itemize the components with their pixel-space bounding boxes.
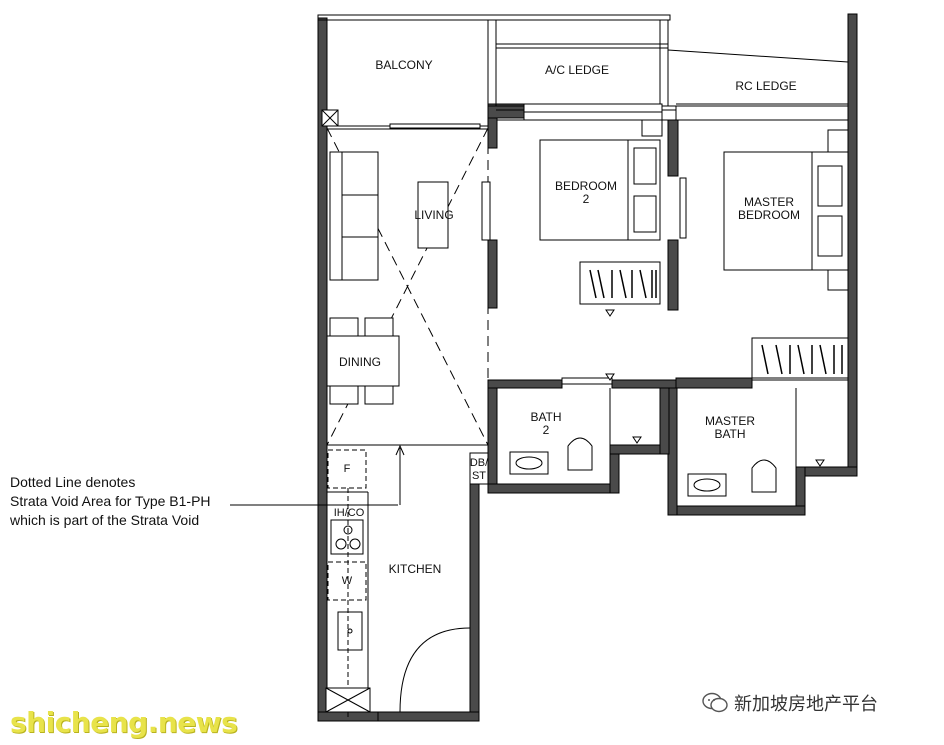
watermark-platform: 新加坡房地产平台 — [702, 690, 878, 716]
label-ac-ledge: A/C LEDGE — [545, 63, 609, 77]
label-master-bath-2: BATH — [714, 427, 745, 441]
coffee-table — [417, 181, 449, 249]
toilet-master-bath — [751, 459, 777, 493]
note-line-1: Dotted Line denotes — [10, 474, 136, 490]
toilet-bath2 — [567, 437, 593, 471]
doors — [395, 177, 687, 713]
label-balcony: BALCONY — [375, 58, 432, 72]
label-rc-ledge: RC LEDGE — [735, 79, 796, 93]
label-master-bedroom-2: BEDROOM — [738, 208, 800, 222]
label-bedroom2-2: 2 — [583, 192, 590, 206]
label-living: LIVING — [414, 208, 453, 222]
wardrobe-lines — [589, 269, 843, 375]
furniture — [326, 129, 849, 651]
label-kitchen: KITCHEN — [389, 562, 442, 576]
thin-lines — [317, 14, 849, 712]
strata-void-note: Dotted Line denotes Strata Void Area for… — [10, 473, 270, 530]
label-washer: W — [342, 575, 353, 587]
induction-hob — [330, 519, 364, 555]
label-bath2-1: BATH — [530, 410, 561, 424]
label-db: DB/ — [470, 457, 489, 469]
washer-box — [327, 561, 367, 601]
label-master-bath-1: MASTER — [705, 414, 755, 428]
label-bath2-2: 2 — [543, 423, 550, 437]
note-line-3: which is part of the Strata Void — [10, 512, 200, 528]
dining-table — [326, 335, 400, 387]
watermark-shicheng: shicheng.news — [10, 706, 238, 739]
label-fridge: F — [344, 463, 351, 475]
label-bedroom2-1: BEDROOM — [555, 179, 617, 193]
walls — [317, 13, 858, 722]
label-master-bedroom-1: MASTER — [744, 195, 794, 209]
label-induction: IH/CO — [334, 507, 365, 519]
label-dining: DINING — [339, 355, 381, 369]
fridge-box — [327, 449, 367, 489]
watermark-platform-text: 新加坡房地产平台 — [734, 694, 878, 715]
appliance-boxes — [327, 449, 367, 720]
shafts — [321, 109, 371, 713]
label-st: ST — [472, 470, 486, 482]
chat-bubble-icon — [702, 692, 728, 713]
note-line-2: Strata Void Area for Type B1-PH — [10, 493, 211, 509]
floor-traps — [605, 309, 825, 467]
